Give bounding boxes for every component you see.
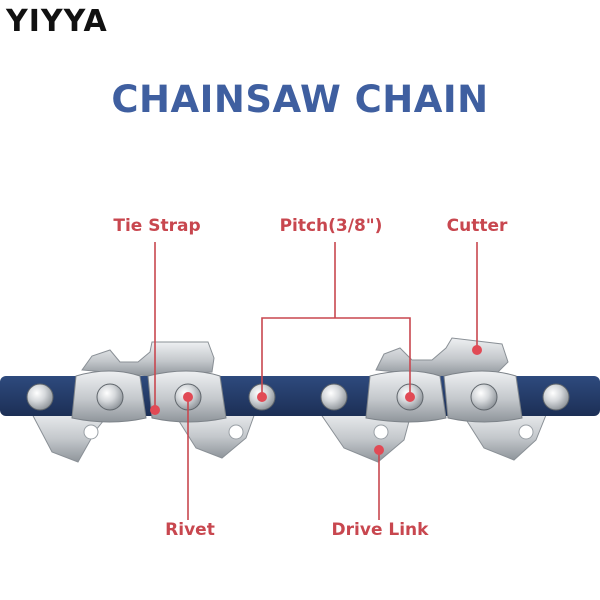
callout-dots xyxy=(150,345,482,455)
pitch-bracket xyxy=(261,317,411,395)
side-links xyxy=(71,370,523,423)
label-pitch: Pitch(3/8") xyxy=(279,216,383,236)
cutter-bodies xyxy=(81,337,509,377)
tie-strap-dot xyxy=(150,405,160,415)
pitch-right-dot xyxy=(405,392,415,402)
label-tie-strap: Tie Strap xyxy=(113,216,201,236)
drive-link-holes xyxy=(83,424,534,440)
cutter-dot xyxy=(472,345,482,355)
rivet xyxy=(320,383,348,411)
rivet xyxy=(470,383,498,411)
pitch-left-dot xyxy=(257,392,267,402)
rivet xyxy=(96,383,124,411)
rivet-dot xyxy=(183,392,193,402)
drive-link-dot xyxy=(374,445,384,455)
label-cutter: Cutter xyxy=(446,216,508,236)
diagram-title: CHAINSAW CHAIN xyxy=(111,78,489,121)
label-rivet: Rivet xyxy=(165,520,215,540)
rivet xyxy=(542,383,570,411)
label-drive-link: Drive Link xyxy=(331,520,429,540)
rivet xyxy=(26,383,54,411)
brand-logo: YIYYA xyxy=(6,4,108,39)
rivets xyxy=(26,383,570,411)
callout-lines xyxy=(154,242,478,520)
